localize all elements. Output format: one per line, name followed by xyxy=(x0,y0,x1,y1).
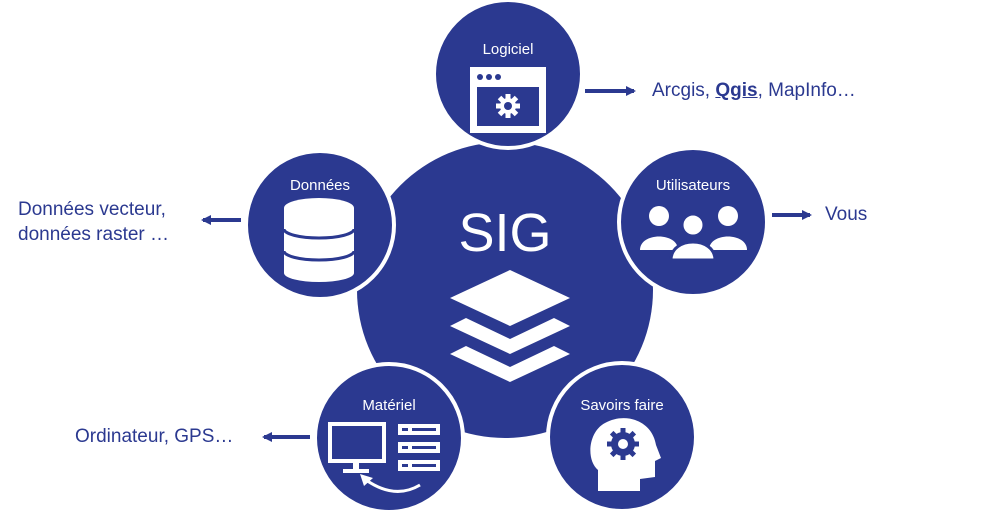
logiciel-text-after: , MapInfo… xyxy=(757,80,856,101)
savoirs-label: Savoirs faire xyxy=(580,397,664,414)
donnees-annotation-line1: Données vecteur, xyxy=(18,199,166,220)
donnees-annotation: Données vecteur, données raster … xyxy=(18,197,169,247)
donnees-node xyxy=(244,149,396,301)
utilisateurs-annotation: Vous xyxy=(825,204,868,225)
materiel-label: Matériel xyxy=(362,397,416,414)
donnees-annotation-line2: données raster … xyxy=(18,224,170,245)
utilisateurs-label: Utilisateurs xyxy=(655,177,731,194)
logiciel-annotation: Arcgis, Qgis, MapInfo… xyxy=(652,78,856,103)
head-gear-icon xyxy=(590,418,661,491)
users-group-icon xyxy=(640,206,747,262)
materiel-annotation: Ordinateur, GPS… xyxy=(75,426,234,447)
database-icon xyxy=(282,198,356,282)
qgis-link[interactable]: Qgis xyxy=(715,80,758,101)
logiciel-node xyxy=(432,0,584,150)
browser-gear-icon xyxy=(470,67,546,133)
savoirs-node xyxy=(546,361,698,513)
center-title: SIG xyxy=(458,203,552,263)
utilisateurs-node xyxy=(617,146,769,298)
logiciel-label: Logiciel xyxy=(482,41,534,58)
materiel-node xyxy=(313,362,465,514)
donnees-label: Données xyxy=(289,177,351,194)
layers-icon xyxy=(450,270,570,382)
logiciel-text-before: Arcgis, xyxy=(652,80,716,101)
computer-server-icon xyxy=(328,422,440,493)
